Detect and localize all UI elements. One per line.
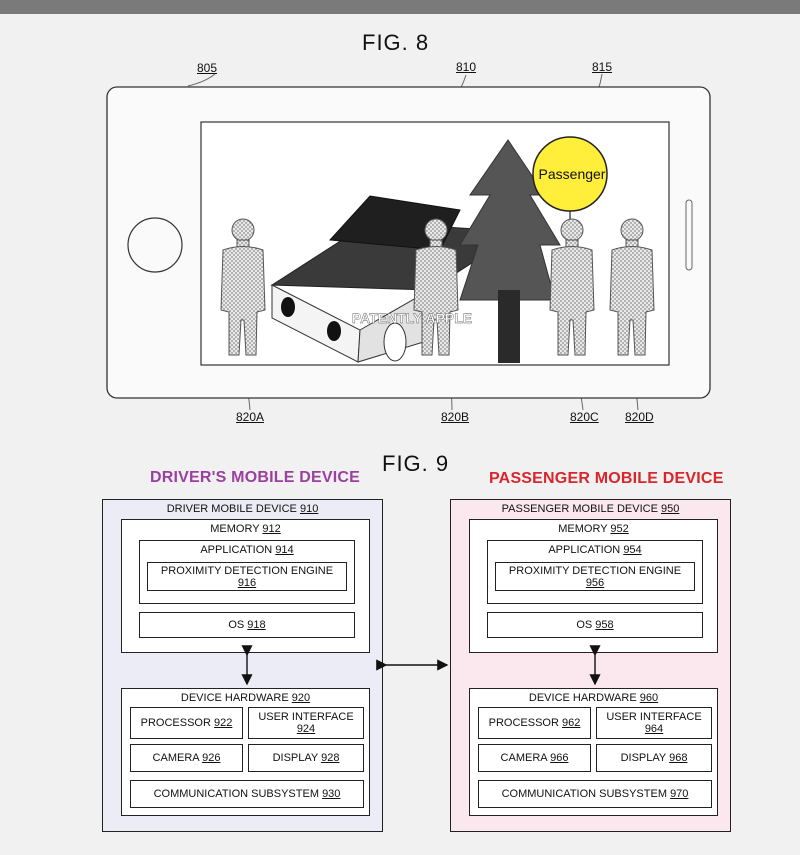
- passenger-hardware-label: DEVICE HARDWARE 960: [528, 692, 659, 704]
- ref-810: 810: [456, 60, 477, 74]
- person-820c-icon: [549, 218, 595, 356]
- driver-camera-label: CAMERA 926: [152, 752, 221, 764]
- car-wheel-1: [281, 297, 295, 317]
- ref-820a: 820A: [236, 410, 265, 424]
- fig8-title: FIG. 8: [362, 30, 430, 55]
- person-820a-icon: [220, 218, 266, 356]
- home-button-icon: [127, 217, 183, 273]
- ref-815: 815: [592, 60, 613, 74]
- driver-display-label: DISPLAY 928: [272, 752, 340, 764]
- passenger-camera-label: CAMERA 966: [500, 752, 569, 764]
- driver-memory-label: MEMORY 912: [210, 523, 281, 535]
- driver-memory-box: MEMORY 912 APPLICATION 914 PROXIMITY DET…: [121, 519, 370, 653]
- ref-820b: 820B: [441, 410, 470, 424]
- ref-820c: 820C: [570, 410, 599, 424]
- person-820b-icon: [413, 218, 459, 356]
- driver-comm-box: COMMUNICATION SUBSYSTEM 930: [130, 780, 364, 808]
- watermark-text: PATENTLY APPLE: [352, 310, 472, 326]
- speaker-slot: [685, 199, 693, 271]
- passenger-camera-box: CAMERA 966: [478, 744, 591, 772]
- passenger-os-label: OS 958: [576, 619, 614, 631]
- passenger-header: PASSENGER MOBILE DEVICE: [489, 470, 724, 487]
- driver-processor-box: PROCESSOR 922: [130, 707, 243, 739]
- driver-hardware-box: DEVICE HARDWARE 920 PROCESSOR 922 USER I…: [121, 688, 370, 816]
- leader-805: [187, 73, 216, 87]
- passenger-application-box: APPLICATION 954 PROXIMITY DETECTION ENGI…: [487, 540, 703, 604]
- driver-display-box: DISPLAY 928: [248, 744, 364, 772]
- passenger-memory-label: MEMORY 952: [558, 523, 629, 535]
- passenger-processor-box: PROCESSOR 962: [478, 707, 591, 739]
- driver-application-label: APPLICATION 914: [200, 544, 294, 556]
- passenger-hardware-box: DEVICE HARDWARE 960 PROCESSOR 962 USER I…: [469, 688, 718, 816]
- driver-header: DRIVER'S MOBILE DEVICE: [150, 469, 361, 486]
- passenger-display-label: DISPLAY 968: [620, 752, 688, 764]
- driver-device-box: DRIVER MOBILE DEVICE 910 MEMORY 912 APPL…: [102, 499, 383, 832]
- car-headlight: [383, 322, 407, 362]
- car-wheel-2: [327, 321, 341, 341]
- person-820d-icon: [609, 218, 655, 356]
- passenger-device-box: PASSENGER MOBILE DEVICE 950 MEMORY 952 A…: [450, 499, 731, 832]
- fig8-drawing: Passenger PATENTLY APPLE: [106, 73, 711, 411]
- driver-application-box: APPLICATION 914 PROXIMITY DETECTION ENGI…: [139, 540, 355, 604]
- ref-805: 805: [197, 61, 218, 75]
- passenger-bubble-text: Passenger: [539, 166, 606, 182]
- passenger-comm-label: COMMUNICATION SUBSYSTEM 970: [501, 788, 689, 800]
- passenger-os-box: OS 958: [487, 612, 703, 638]
- driver-processor-label: PROCESSOR 922: [140, 717, 233, 729]
- passenger-processor-label: PROCESSOR 962: [488, 717, 581, 729]
- passenger-memory-box: MEMORY 952 APPLICATION 954 PROXIMITY DET…: [469, 519, 718, 653]
- tree-trunk: [498, 290, 520, 363]
- driver-device-label: DRIVER MOBILE DEVICE 910: [166, 503, 319, 515]
- passenger-comm-box: COMMUNICATION SUBSYSTEM 970: [478, 780, 712, 808]
- fig9-title: FIG. 9: [382, 451, 450, 476]
- driver-camera-box: CAMERA 926: [130, 744, 243, 772]
- driver-os-label: OS 918: [228, 619, 266, 631]
- driver-comm-label: COMMUNICATION SUBSYSTEM 930: [153, 788, 341, 800]
- top-bar: [0, 0, 800, 14]
- passenger-device-label: PASSENGER MOBILE DEVICE 950: [501, 503, 680, 515]
- driver-os-box: OS 918: [139, 612, 355, 638]
- driver-hardware-label: DEVICE HARDWARE 920: [180, 692, 311, 704]
- passenger-display-box: DISPLAY 968: [596, 744, 712, 772]
- ref-820d: 820D: [625, 410, 654, 424]
- passenger-application-label: APPLICATION 954: [548, 544, 642, 556]
